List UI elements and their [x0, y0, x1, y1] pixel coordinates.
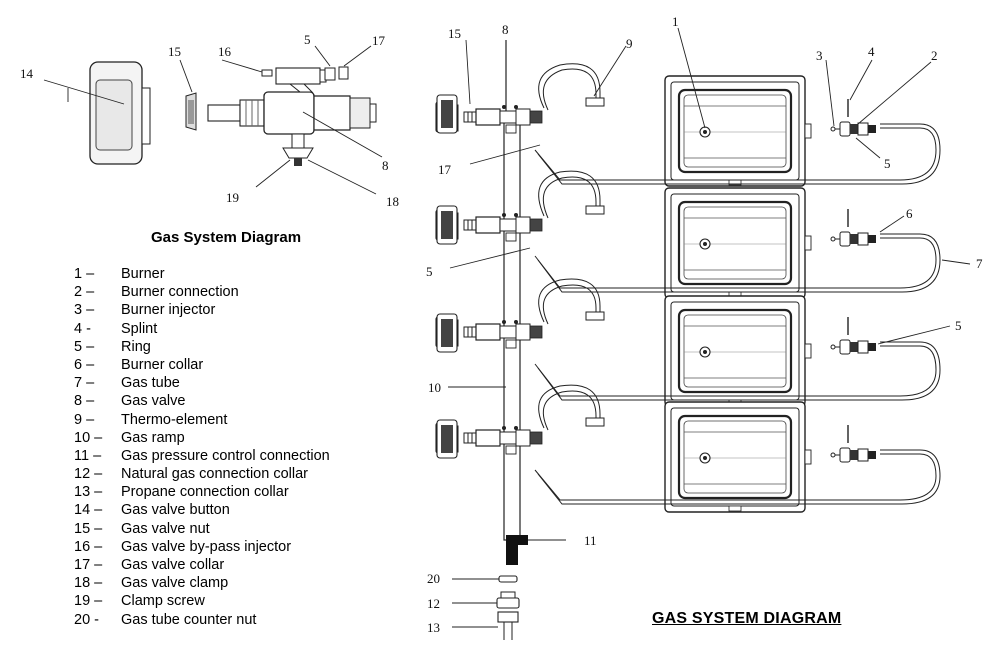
callout-8: 8: [502, 22, 509, 37]
thermo-tips: [585, 97, 605, 427]
legend-label: Gas tube: [121, 375, 180, 392]
main-diagram-title: GAS SYSTEM DIAGRAM: [652, 610, 842, 627]
legend-number: 10 –: [74, 429, 103, 446]
legend-label: Clamp screw: [121, 593, 205, 610]
legend-number: 9 –: [74, 411, 95, 428]
legend-label: Gas valve button: [121, 502, 230, 519]
callout-15: 15: [448, 26, 461, 41]
callout-13: 13: [427, 620, 440, 635]
burner-boxes: [663, 74, 813, 514]
callout-1: 1: [672, 14, 679, 29]
legend-number: 15 –: [74, 520, 103, 537]
legend-label: Gas valve collar: [121, 557, 225, 573]
callout-15: 15: [168, 44, 181, 59]
callout-12: 12: [427, 596, 440, 611]
side-nuts: [436, 94, 458, 459]
callout-6: 6: [906, 206, 913, 221]
callout-5: 5: [955, 318, 962, 333]
legend-label: Gas valve by-pass injector: [121, 538, 292, 555]
callout-16: 16: [218, 44, 232, 59]
callout-17: 17: [372, 33, 386, 48]
legend-number: 6 –: [74, 356, 95, 373]
legend-number: 13 –: [74, 484, 103, 501]
legend-number: 5 –: [74, 338, 95, 355]
callout-18: 18: [386, 194, 399, 209]
legend-label: Burner connection: [121, 284, 239, 301]
burner-connections: [830, 98, 877, 463]
legend-label: Burner injector: [121, 302, 216, 319]
callout-5: 5: [304, 32, 311, 47]
legend-number: 7 –: [74, 375, 95, 392]
legend-label: Gas valve nut: [121, 520, 210, 537]
callout-11: 11: [584, 533, 597, 548]
bottom-fittings: [496, 575, 520, 640]
exploded-leaders: [43, 45, 383, 195]
callout-14: 14: [20, 66, 34, 81]
legend-label: Thermo-element: [121, 411, 228, 428]
main-leaders: [448, 27, 971, 628]
callout-20: 20: [427, 571, 440, 586]
callout-17: 17: [438, 162, 452, 177]
exploded-valve-drawing: [89, 61, 377, 166]
callout-19: 19: [226, 190, 239, 205]
legend-label: Splint: [121, 320, 158, 337]
small-diagram-caption: Gas System Diagram: [151, 229, 302, 246]
gas-tubes: [534, 123, 941, 505]
legend-number: 18 –: [74, 575, 103, 592]
legend-label: Gas valve: [121, 393, 186, 410]
legend-number: 11 –: [74, 447, 102, 464]
legend-label: Gas ramp: [121, 429, 185, 446]
legend-number: 20 -: [74, 611, 99, 628]
legend-number: 8 –: [74, 393, 95, 410]
callout-5: 5: [884, 156, 891, 171]
legend-number: 14 –: [74, 502, 103, 519]
callout-5: 5: [426, 264, 433, 279]
callout-8: 8: [382, 158, 389, 173]
legend-number: 19 –: [74, 593, 103, 610]
legend-number: 3 –: [74, 302, 95, 319]
callout-7: 7: [976, 256, 983, 271]
legend-number: 1 –: [74, 266, 95, 282]
legend-label: Natural gas connection collar: [121, 466, 308, 483]
callout-4: 4: [868, 44, 875, 59]
legend-label: Gas pressure control connection: [121, 447, 330, 464]
legend-number: 4 -: [74, 320, 91, 337]
legend-label: Gas tube counter nut: [121, 611, 257, 628]
legend-label: Gas valve clamp: [121, 575, 229, 592]
legend-number: 16 –: [74, 538, 103, 555]
legend-label: Burner collar: [121, 356, 204, 373]
callout-3: 3: [816, 48, 823, 63]
legend-number: 17 –: [74, 557, 103, 573]
legend-label: Ring: [121, 338, 151, 355]
valve-assemblies: [435, 101, 543, 455]
legend-number: 2 –: [74, 284, 95, 301]
callout-10: 10: [428, 380, 441, 395]
callout-2: 2: [931, 48, 938, 63]
legend-label: Propane connection collar: [121, 484, 289, 501]
exploded-callouts: 14 15 16 5 17 8 19 18: [20, 32, 399, 209]
legend-label: Burner: [121, 266, 165, 282]
thermo-elements: [538, 63, 601, 431]
main-callouts: 15 8 9 1 3 4 2 17 5 6 5 7 10 5 11 20 12 …: [426, 14, 983, 635]
callout-9: 9: [626, 36, 633, 51]
legend-number: 12 –: [74, 466, 103, 483]
